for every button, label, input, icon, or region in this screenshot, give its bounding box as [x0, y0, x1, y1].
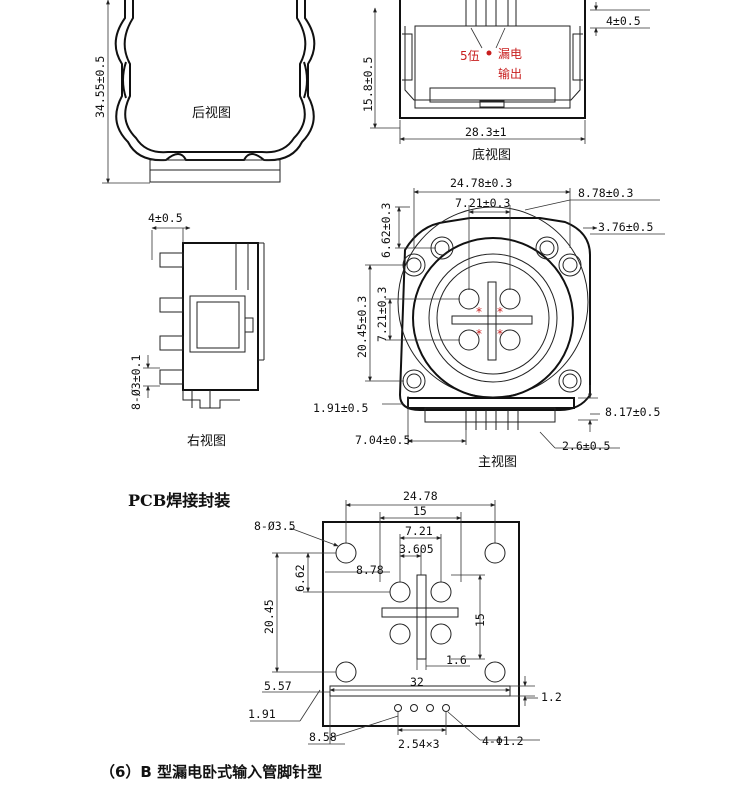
right-lead-dim: 4±0.5: [148, 211, 183, 225]
bottom-view-caption: 底视图: [472, 147, 511, 163]
bottom-height-dim: 15.8±0.5: [361, 57, 375, 112]
pcb-d32-dim: 32: [410, 675, 424, 689]
bottom-lead-dim: 4±0.5: [606, 14, 641, 28]
front-hole-pitch-dim: 7.21±0.3: [455, 196, 510, 210]
front-view-caption: 主视图: [478, 455, 517, 470]
front-marker: *: [476, 305, 482, 319]
pcb-pins-dim: 4-Φ1.2: [482, 734, 524, 748]
back-height-dim: 34.55±0.5: [93, 56, 107, 118]
front-marker: *: [497, 305, 503, 319]
pcb-pitch-dim: 2.54×3: [398, 737, 440, 751]
front-top-dim: 6.62±0.3: [379, 203, 393, 258]
back-view: 34.55±0.5 后视图: [93, 0, 316, 184]
pcb-title: PCB焊接封装: [128, 491, 230, 510]
front-view: * * * * 24.78±0.3 7.21±0.3 8.78±0.3 3.76…: [313, 176, 665, 470]
pcb-footprint: 24.78 15 7.21 3.605 8-Ø3.5 8.78 6.62 20.…: [248, 489, 562, 751]
back-view-caption: 后视图: [192, 106, 231, 121]
front-width-dim: 24.78±0.3: [450, 176, 512, 190]
pcb-d191-dim: 1.91: [248, 707, 276, 721]
pcb-d16-dim: 1.6: [446, 653, 467, 667]
pcb-d662-dim: 6.62: [293, 564, 307, 592]
right-hole-dim: 8-Ø3±0.1: [129, 355, 143, 410]
front-lead-offset-dim: 7.04±0.5: [355, 433, 410, 447]
pin-label-leak: 漏电: [498, 47, 522, 61]
front-edge-dim: 3.76±0.5: [598, 220, 653, 234]
front-left-bottom-dim: 1.91±0.5: [313, 401, 368, 415]
front-height-dim: 20.45±0.3: [355, 296, 369, 358]
pcb-d878-dim: 8.78: [356, 563, 384, 577]
pcb-d3605-dim: 3.605: [399, 542, 434, 556]
right-view: 4±0.5 8-Ø3±0.1 右视图: [129, 211, 265, 449]
front-pin-pitch-dim: 2.6±0.5: [562, 439, 610, 453]
pin-dot: [486, 50, 492, 56]
front-marker: *: [497, 327, 503, 341]
pcb-d721-dim: 7.21: [405, 524, 433, 538]
bottom-view: 5伍 漏电 输出 15.8±0.5 4±0.5 28.3±1 底视图: [361, 0, 650, 163]
pcb-d12-dim: 1.2: [541, 690, 562, 704]
pcb-d2045-dim: 20.45: [262, 599, 276, 634]
pcb-width-dim: 24.78: [403, 489, 438, 503]
right-view-caption: 右视图: [187, 434, 226, 449]
pcb-holes-dim: 8-Ø3.5: [254, 519, 296, 533]
front-right-bottom-dim: 8.17±0.5: [605, 405, 660, 419]
pcb-d15-dim: 15: [413, 504, 427, 518]
pcb-d15v-dim: 15: [473, 613, 487, 627]
front-marker: *: [476, 327, 482, 341]
pin-label-5v: 5伍: [460, 49, 480, 63]
pcb-d557-dim: 5.57: [264, 679, 292, 693]
pcb-d858-dim: 8.58: [309, 730, 337, 744]
bottom-width-dim: 28.3±1: [465, 125, 507, 139]
front-vpitch-dim: 7.21±0.3: [375, 287, 389, 342]
front-side-offset-dim: 8.78±0.3: [578, 186, 633, 200]
pin-label-out: 输出: [498, 66, 522, 81]
section-footer-title: （6）B 型漏电卧式输入管脚针型: [100, 763, 322, 781]
